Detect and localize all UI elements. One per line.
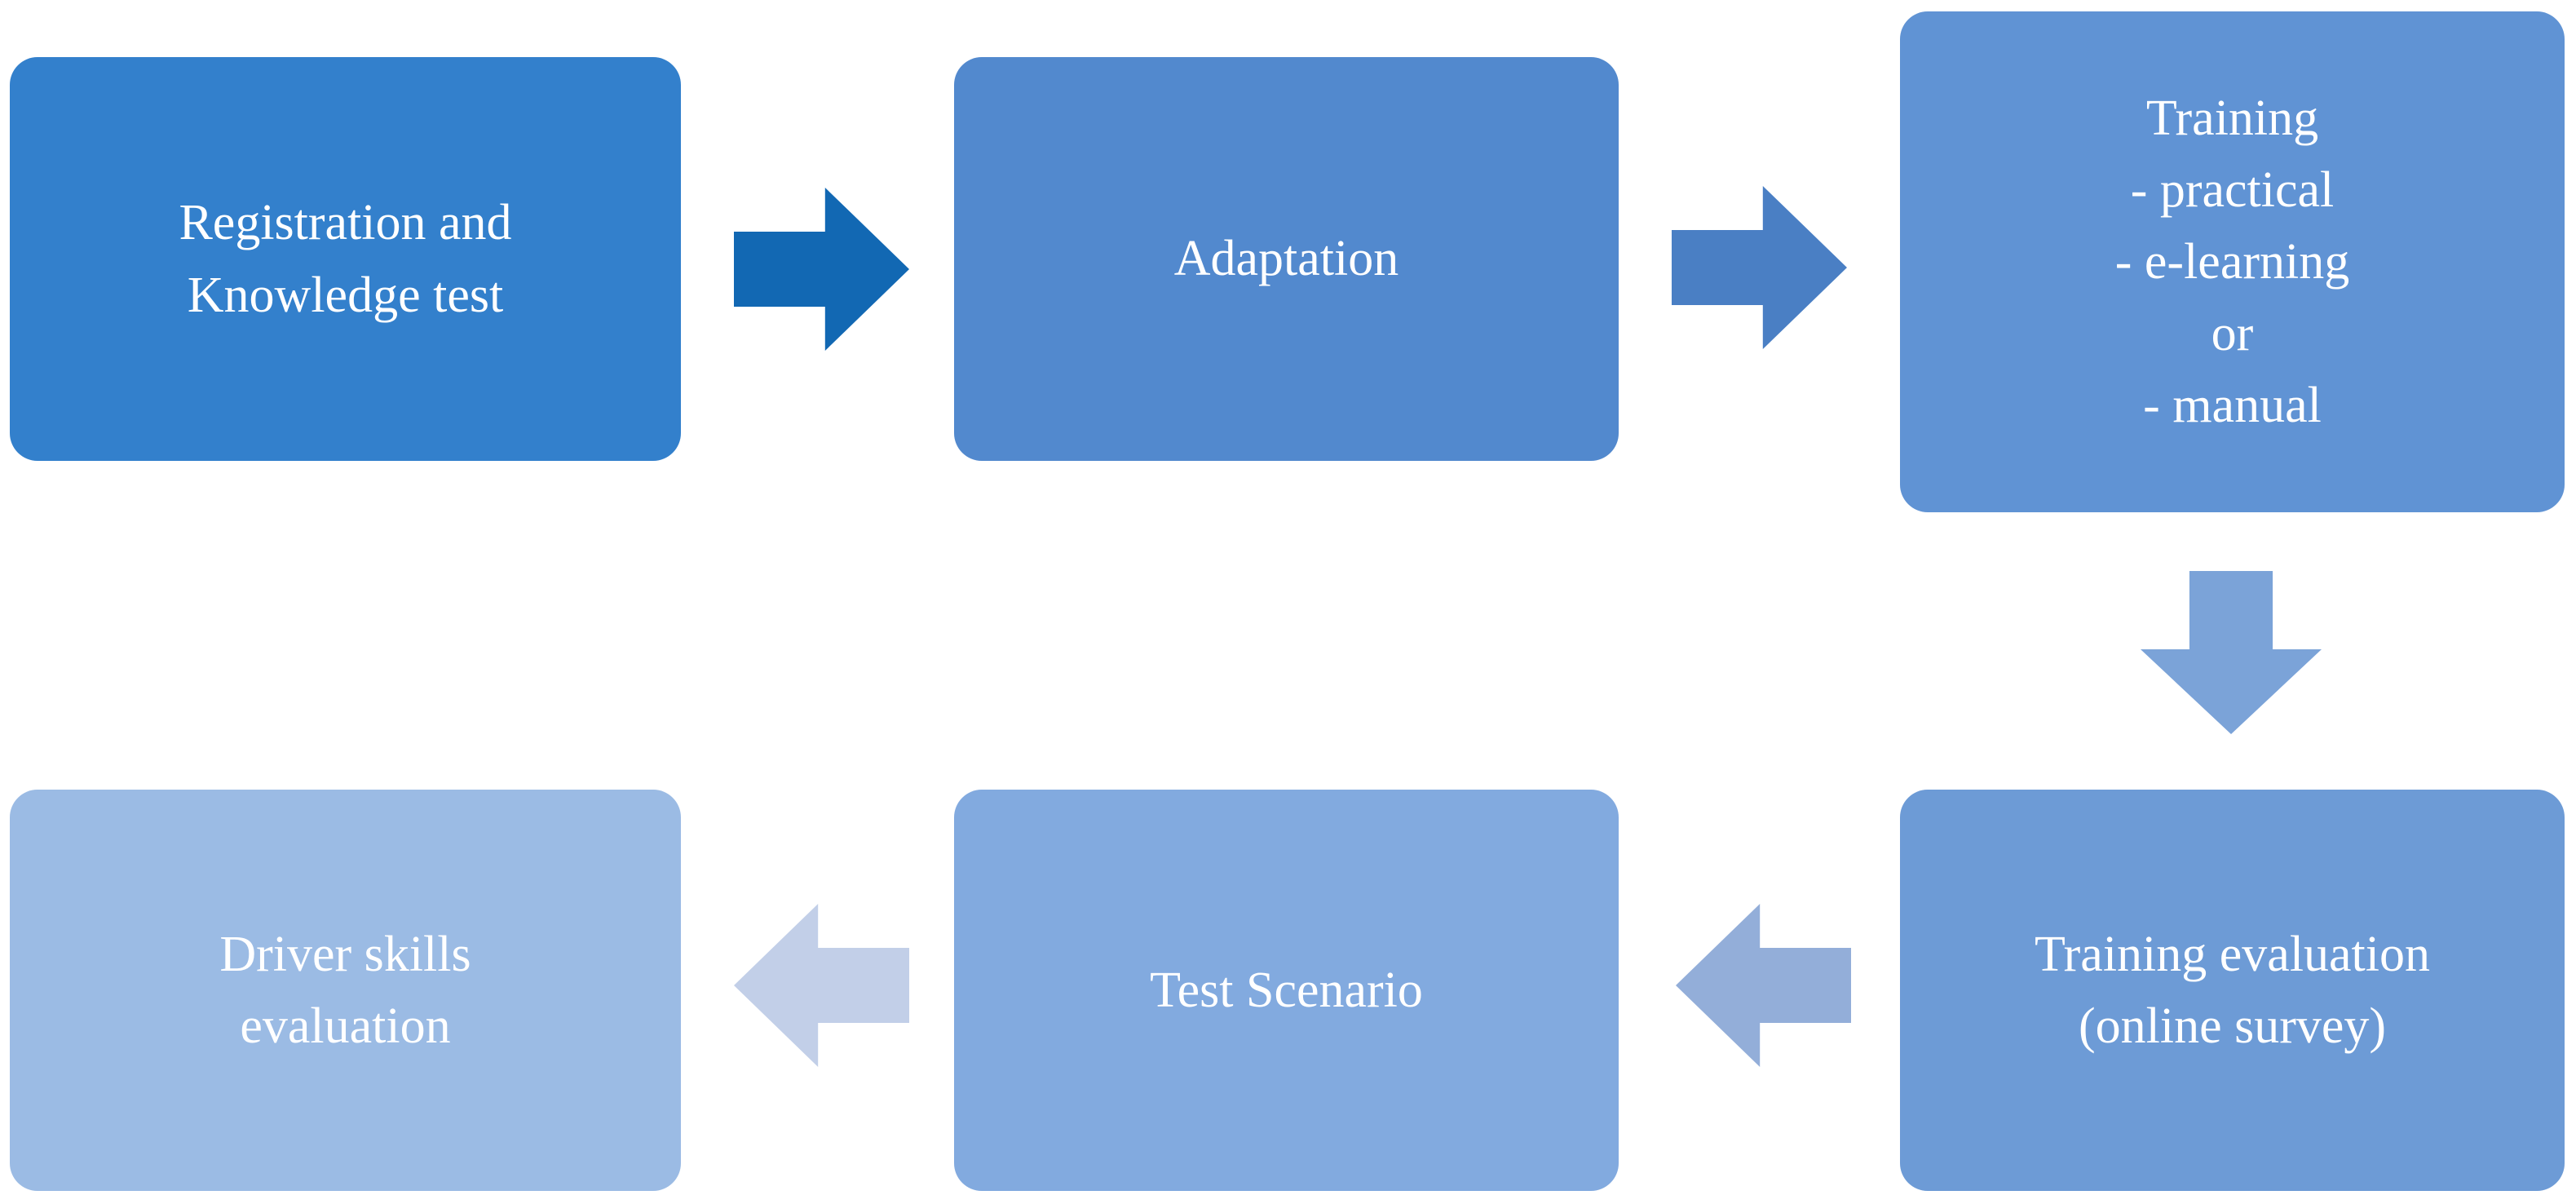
process-node-adaptation: Adaptation	[954, 57, 1619, 461]
node-label-line: or	[2211, 306, 2254, 362]
arrow-training-to-training-evaluation	[2141, 571, 2322, 734]
process-node-test-scenario: Test Scenario	[954, 790, 1619, 1191]
node-label-line: - manual	[2143, 378, 2322, 434]
node-label-line: Registration and	[179, 195, 512, 251]
node-label-line: Training	[2145, 90, 2319, 146]
node-label-line: - practical	[2130, 162, 2335, 218]
node-label-line: evaluation	[240, 998, 451, 1054]
arrow-training-evaluation-to-test-scenario	[1676, 904, 1851, 1067]
node-label-line: - e-learning	[2114, 233, 2350, 290]
process-node-training-evaluation: Training evaluation (online survey)	[1900, 790, 2565, 1191]
node-label-line: (online survey)	[2078, 998, 2387, 1054]
process-node-driver-skills-evaluation: Driver skills evaluation	[10, 790, 681, 1191]
arrow-test-scenario-to-driver-skills	[734, 904, 909, 1067]
node-label-line: Driver skills	[219, 926, 471, 982]
arrow-adaptation-to-training	[1672, 186, 1847, 349]
arrow-registration-to-adaptation	[734, 188, 909, 351]
node-label-line: Knowledge test	[187, 267, 504, 323]
node-label-line: Training evaluation	[2034, 926, 2431, 982]
node-label-line: Adaptation	[1173, 231, 1399, 287]
node-label-line: Test Scenario	[1150, 962, 1423, 1018]
process-node-training: Training - practical - e-learning or - manua…	[1900, 11, 2565, 512]
